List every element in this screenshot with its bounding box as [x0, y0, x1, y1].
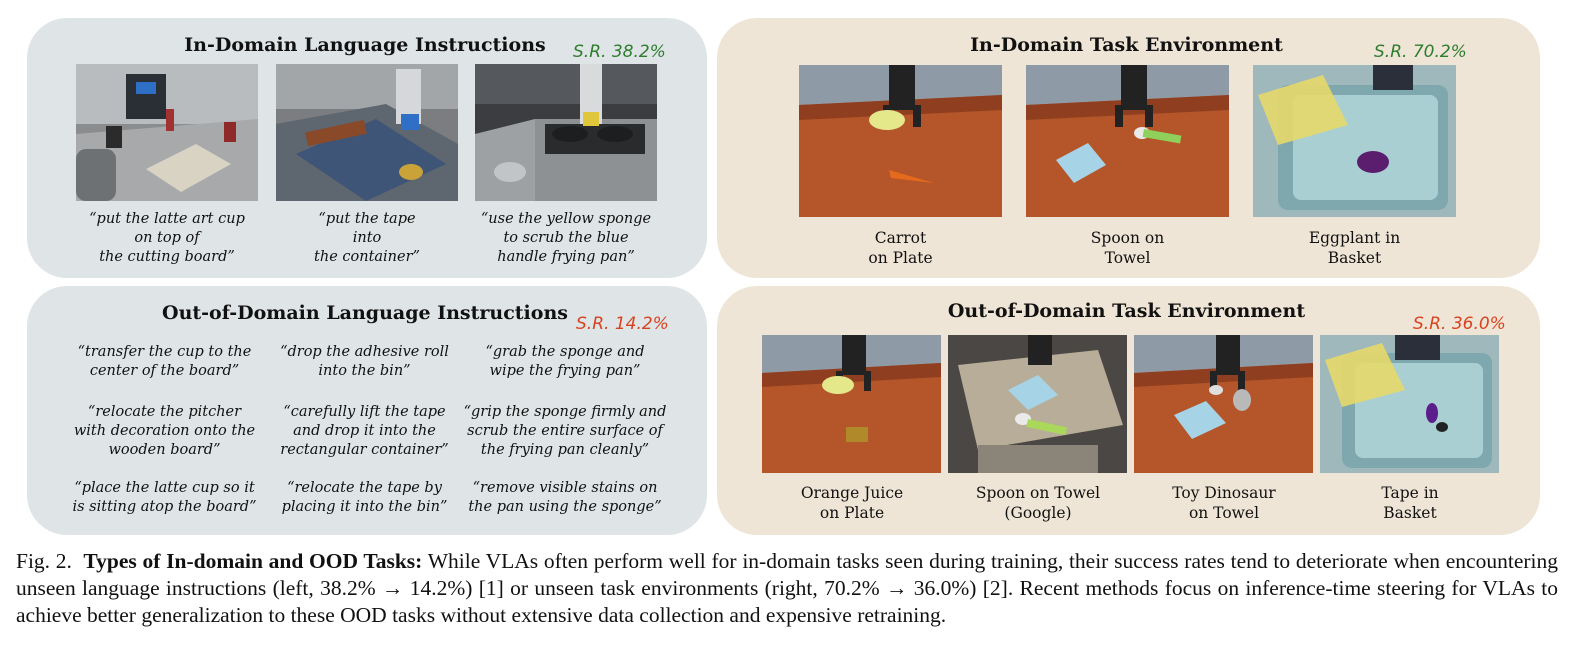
toy-dinosaur-on-towel-image	[1134, 335, 1313, 473]
figure-caption: Fig. 2. Types of In-domain and OOD Tasks…	[16, 548, 1558, 629]
instruction-quote: “transfer the cup to the center of the b…	[77, 344, 252, 379]
task-label: Spoon on Towel (Google)	[975, 484, 1101, 522]
success-rate-label: S.R. 14.2%	[576, 314, 669, 334]
panel-title: Out-of-Domain Task Environment	[947, 300, 1306, 322]
instruction-quote: “put the tape into the container”	[314, 211, 420, 265]
panel-title: In-Domain Language Instructions	[184, 34, 546, 56]
panel-title: In-Domain Task Environment	[970, 34, 1283, 56]
task-label: Eggplant in Basket	[1308, 229, 1401, 267]
figure-number: Fig. 2.	[16, 549, 72, 573]
instruction-quote: “remove visible stains on the pan using …	[468, 480, 662, 515]
success-rate-label: S.R. 36.0%	[1413, 314, 1506, 334]
panel-title: Out-of-Domain Language Instructions	[162, 302, 568, 324]
orange-juice-on-plate-image	[762, 335, 941, 473]
success-rate-label: S.R. 38.2%	[573, 42, 666, 62]
instruction-quote: “carefully lift the tape and drop it int…	[280, 404, 449, 458]
instruction-quote: “relocate the pitcher with decoration on…	[73, 404, 256, 458]
panel-ood-language: Out-of-Domain Language Instructions S.R.…	[27, 286, 707, 535]
eggplant-in-basket-image	[1253, 65, 1456, 217]
tape-in-basket-image	[1320, 335, 1499, 473]
task-label: Carrot on Plate	[868, 229, 933, 267]
kitchen-scene-image-2	[276, 64, 458, 201]
instruction-quote: “grab the sponge and wipe the frying pan…	[485, 344, 645, 379]
instruction-quote: “relocate the tape by placing it into th…	[281, 480, 448, 515]
success-rate-label: S.R. 70.2%	[1374, 42, 1467, 62]
instruction-quote: “place the latte cup so it is sitting at…	[72, 480, 257, 515]
kitchen-scene-image-3	[475, 64, 657, 201]
instruction-quote: “drop the adhesive roll into the bin”	[280, 344, 449, 379]
spoon-on-towel-google-image	[948, 335, 1127, 473]
panel-ood-environment: Out-of-Domain Task Environment S.R. 36.0…	[717, 286, 1540, 535]
spoon-on-towel-image	[1026, 65, 1229, 217]
instruction-quote: “put the latte art cup on top of the cut…	[89, 211, 245, 265]
task-label: Spoon on Towel	[1090, 229, 1165, 267]
carrot-on-plate-image	[799, 65, 1002, 217]
caption-text: While VLAs often perform well for in-dom…	[16, 549, 1558, 627]
caption-heading: Types of In-domain and OOD Tasks:	[83, 549, 423, 573]
panel-in-domain-language: In-Domain Language Instructions S.R. 38.…	[27, 18, 707, 278]
instruction-quote: “use the yellow sponge to scrub the blue…	[480, 211, 652, 265]
panel-in-domain-environment: In-Domain Task Environment S.R. 70.2%	[717, 18, 1540, 278]
kitchen-scene-image-1	[76, 64, 258, 201]
task-label: Tape in Basket	[1381, 484, 1439, 522]
task-label: Toy Dinosaur on Towel	[1172, 484, 1276, 522]
instruction-quote: “grip the sponge firmly and scrub the en…	[463, 404, 667, 458]
task-label: Orange Juice on Plate	[800, 484, 904, 522]
